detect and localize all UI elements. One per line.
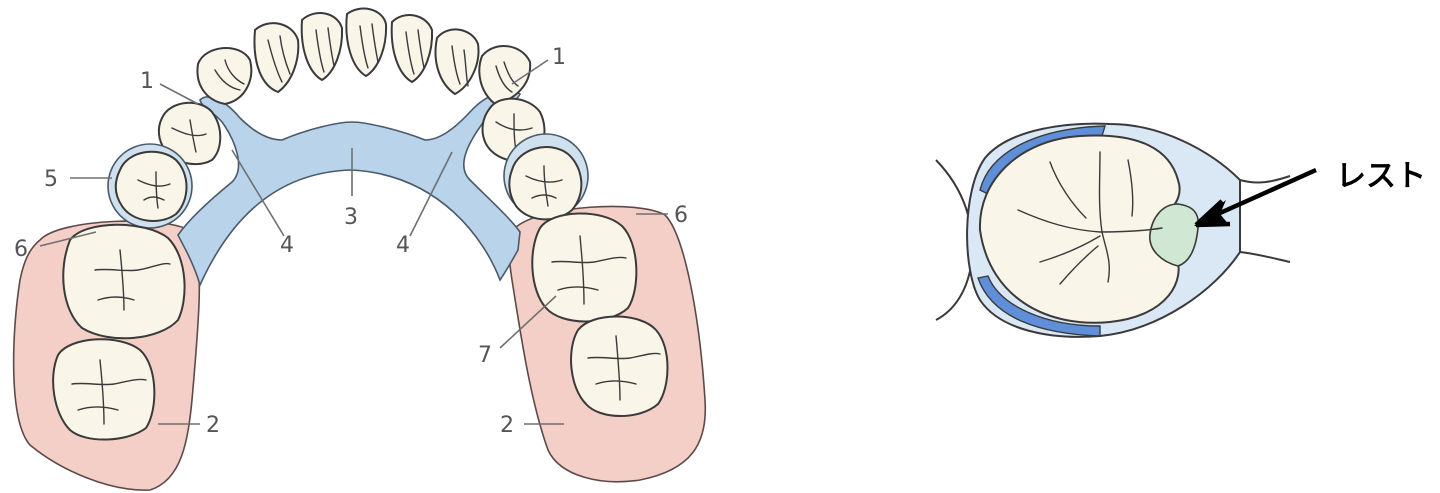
denture-arch-figure: 1 1 5 6 6 3 4 4 7 2 2 — [14, 9, 706, 491]
adjacent-tooth-right — [1240, 176, 1290, 262]
label-artificial-tooth: 7 — [478, 343, 492, 368]
rest-label: レスト — [1336, 159, 1426, 194]
label-rest-right: 6 — [674, 203, 688, 228]
label-major-connector: 3 — [344, 205, 358, 230]
rest-detail-figure: レスト — [936, 124, 1426, 337]
label-rest-left: 6 — [14, 237, 28, 262]
label-clasp-right: 1 — [552, 45, 566, 70]
anterior-teeth — [197, 9, 530, 104]
label-minor-connector-right: 4 — [396, 233, 410, 258]
label-denture-base-right: 2 — [500, 413, 514, 438]
label-denture-base-left: 2 — [206, 413, 220, 438]
label-minor-connector-left: 4 — [280, 233, 294, 258]
major-connector — [178, 91, 520, 285]
label-clasp-left: 1 — [140, 69, 154, 94]
label-ring-clasp: 5 — [44, 167, 58, 192]
